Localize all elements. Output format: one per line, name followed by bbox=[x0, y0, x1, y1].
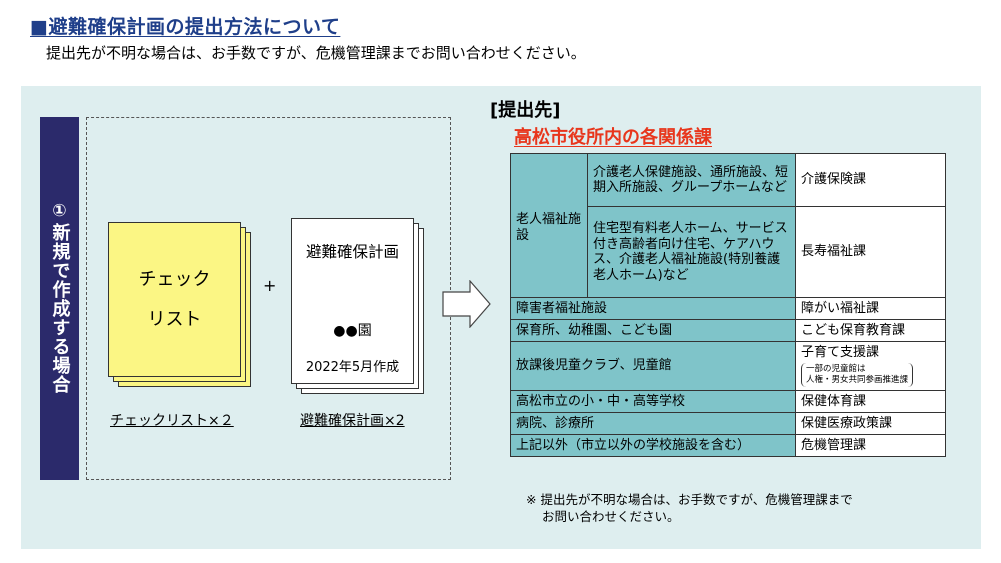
section-note-line1: 一部の児童館は bbox=[806, 363, 866, 374]
checklist-caption: チェックリスト×２ bbox=[110, 413, 234, 429]
plus-sign: + bbox=[263, 276, 277, 295]
plan-sheet-front bbox=[291, 218, 414, 384]
section-number: ① bbox=[52, 201, 67, 221]
facility-cell: 介護老人保健施設、通所施設、短期入所施設、グループホームなど bbox=[587, 153, 796, 207]
table-row: 高松市立の小・中・高等学校 保健体育課 bbox=[510, 390, 946, 413]
table-row: 障害者福祉施設 障がい福祉課 bbox=[510, 297, 946, 320]
plan-sheet-text: 避難確保計画 ●●園 2022年5月作成 bbox=[291, 218, 414, 375]
plan-title: 避難確保計画 bbox=[305, 243, 399, 261]
section-cell: 介護保険課 bbox=[795, 153, 946, 207]
table-row: 上記以外（市立以外の学校施設を含む） 危機管理課 bbox=[510, 434, 946, 457]
destination-name: 高松市役所内の各関係課 bbox=[514, 127, 712, 148]
table-row: 住宅型有料老人ホーム、サービス付き高齢者向け住宅、ケアハウス、介護老人福祉施設(… bbox=[511, 206, 946, 298]
checklist-sheet-text: チェック リスト bbox=[108, 222, 241, 377]
destination-table: 老人福祉施設 介護老人保健施設、通所施設、短期入所施設、グループホームなど 介護… bbox=[510, 153, 946, 457]
section-note: 一部の児童館は 人権・男女共同参画推進課 bbox=[801, 362, 914, 387]
table-row: 放課後児童クラブ、児童館 子育て支援課 一部の児童館は 人権・男女共同参画推進課 bbox=[510, 341, 946, 391]
footnote-line2: お問い合わせください。 bbox=[542, 509, 680, 524]
section-name: 子育て支援課 bbox=[801, 345, 880, 361]
section-cell: 保健医療政策課 bbox=[795, 412, 946, 435]
table-row: 保育所、幼稚園、こども園 こども保育教育課 bbox=[510, 319, 946, 342]
facility-cell: 障害者福祉施設 bbox=[510, 297, 796, 320]
checklist-line2: リスト bbox=[147, 308, 202, 330]
facility-cell: 病院、診療所 bbox=[510, 412, 796, 435]
section-cell: 障がい福祉課 bbox=[795, 297, 946, 320]
right-arrow-icon bbox=[442, 280, 491, 328]
plan-caption: 避難確保計画×2 bbox=[300, 413, 405, 429]
footnote: ※ 提出先が不明な場合は、お手数ですが、危機管理課まで お問い合わせください。 bbox=[526, 491, 853, 525]
plan-facility: ●●園 bbox=[333, 323, 372, 339]
checklist-sheet-front bbox=[108, 222, 241, 377]
plan-date: 2022年5月作成 bbox=[305, 360, 400, 375]
checklist-line1: チェック bbox=[138, 268, 211, 290]
section-label: 新規で作成する場合 bbox=[49, 223, 71, 394]
section-cell: 危機管理課 bbox=[795, 434, 946, 457]
section-cell: 保健体育課 bbox=[795, 390, 946, 413]
facility-cell: 住宅型有料老人ホーム、サービス付き高齢者向け住宅、ケアハウス、介護老人福祉施設(… bbox=[587, 206, 796, 298]
section-note-line2: 人権・男女共同参画推進課 bbox=[806, 374, 909, 385]
footnote-line1: ※ 提出先が不明な場合は、お手数ですが、危機管理課まで bbox=[526, 492, 853, 507]
section-cell: 子育て支援課 一部の児童館は 人権・男女共同参画推進課 bbox=[795, 341, 946, 391]
facility-cell: 高松市立の小・中・高等学校 bbox=[510, 390, 796, 413]
elderly-category-cell: 老人福祉施設 bbox=[510, 153, 588, 298]
facility-cell: 保育所、幼稚園、こども園 bbox=[510, 319, 796, 342]
section-cell: 長寿福祉課 bbox=[795, 206, 946, 298]
destination-label: [提出先] bbox=[490, 100, 561, 121]
facility-cell: 上記以外（市立以外の学校施設を含む） bbox=[510, 434, 796, 457]
table-row: 老人福祉施設 介護老人保健施設、通所施設、短期入所施設、グループホームなど 介護… bbox=[510, 153, 946, 298]
page-title: ■避難確保計画の提出方法について bbox=[30, 16, 341, 38]
page-subtitle: 提出先が不明な場合は、お手数ですが、危機管理課までお問い合わせください。 bbox=[46, 44, 586, 62]
section-cell: こども保育教育課 bbox=[795, 319, 946, 342]
new-creation-bar: ① 新規で作成する場合 bbox=[40, 117, 79, 480]
facility-cell: 放課後児童クラブ、児童館 bbox=[510, 341, 796, 391]
table-row: 病院、診療所 保健医療政策課 bbox=[510, 412, 946, 435]
